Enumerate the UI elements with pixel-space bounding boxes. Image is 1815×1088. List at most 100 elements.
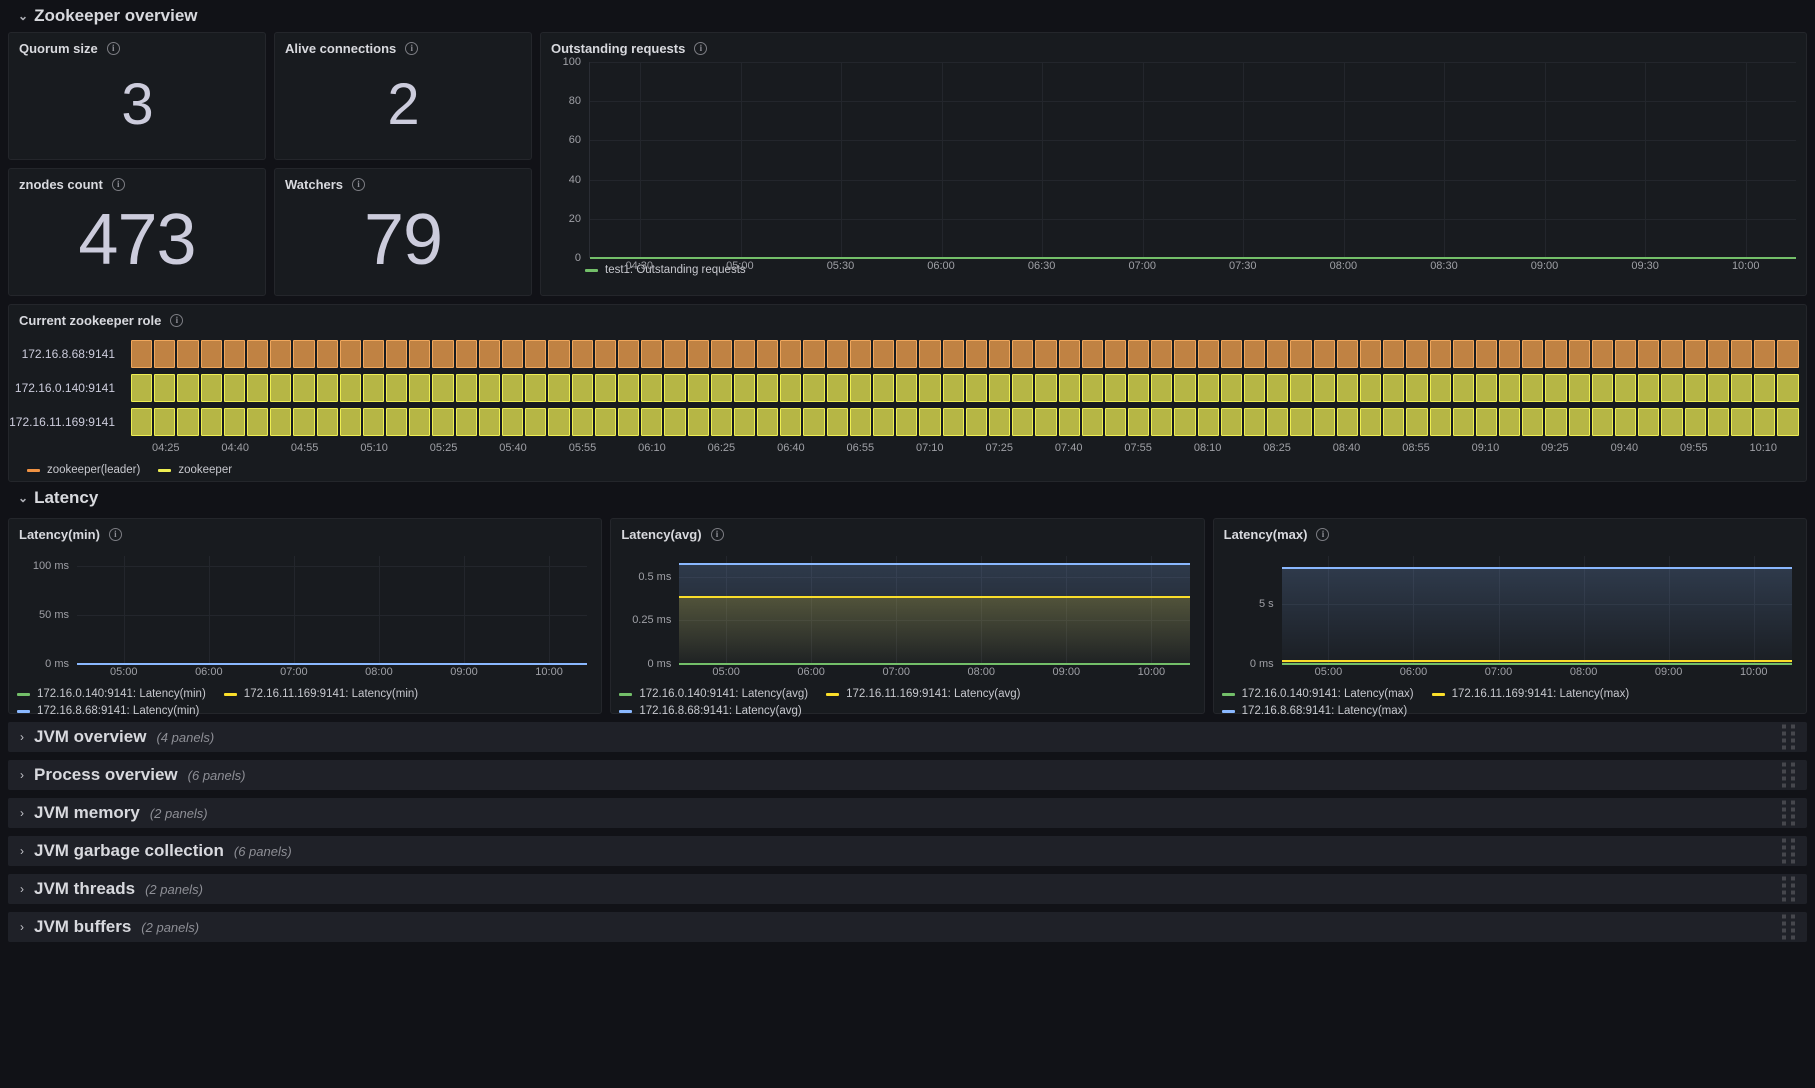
- collapsed-row-jvm-threads[interactable]: ›JVM threads(2 panels): [8, 874, 1807, 904]
- timeline-cell[interactable]: [757, 340, 779, 368]
- timeline-cell[interactable]: [1244, 408, 1266, 436]
- timeline-cell[interactable]: [525, 374, 547, 402]
- timeline-cell[interactable]: [1707, 340, 1729, 368]
- timeline-cell[interactable]: [1638, 374, 1660, 402]
- timeline-cell[interactable]: [664, 340, 686, 368]
- timeline-cell[interactable]: [316, 408, 338, 436]
- timeline-cell[interactable]: [548, 374, 570, 402]
- timeline-cell[interactable]: [1429, 340, 1451, 368]
- timeline-cell[interactable]: [965, 408, 987, 436]
- timeline-row[interactable]: [131, 374, 1799, 402]
- timeline-cell[interactable]: [803, 340, 825, 368]
- timeline-cell[interactable]: [1104, 340, 1127, 368]
- timeline-cell[interactable]: [965, 340, 987, 368]
- timeline-cell[interactable]: [1220, 374, 1242, 402]
- collapsed-row-process-overview[interactable]: ›Process overview(6 panels): [8, 760, 1807, 790]
- row-header-latency[interactable]: ⌄ Latency: [8, 482, 1807, 514]
- timeline-cell[interactable]: [1522, 408, 1544, 436]
- info-icon[interactable]: i: [106, 42, 120, 55]
- info-icon[interactable]: i: [352, 178, 366, 191]
- timeline-cell[interactable]: [1359, 340, 1382, 368]
- timeline-cell[interactable]: [362, 408, 385, 436]
- timeline-cell[interactable]: [896, 340, 918, 368]
- timeline-cell[interactable]: [177, 340, 199, 368]
- timeline-cell[interactable]: [432, 374, 454, 402]
- timeline-cell[interactable]: [386, 374, 408, 402]
- timeline-cell[interactable]: [1754, 408, 1776, 436]
- timeline-cell[interactable]: [362, 374, 385, 402]
- timeline-cell[interactable]: [339, 374, 361, 402]
- timeline-cell[interactable]: [988, 340, 1011, 368]
- timeline-cell[interactable]: [1452, 408, 1474, 436]
- timeline-cell[interactable]: [1777, 374, 1799, 402]
- timeline-cell[interactable]: [826, 340, 848, 368]
- timeline-cell[interactable]: [1499, 340, 1521, 368]
- timeline-cell[interactable]: [1383, 340, 1405, 368]
- legend-item[interactable]: 172.16.11.169:9141: Latency(min): [223, 688, 418, 700]
- timeline-cell[interactable]: [594, 408, 616, 436]
- drag-handle-icon[interactable]: [1782, 800, 1795, 826]
- timeline-cell[interactable]: [1568, 374, 1590, 402]
- timeline-cell[interactable]: [1615, 340, 1637, 368]
- timeline-cell[interactable]: [293, 374, 315, 402]
- info-icon[interactable]: i: [108, 528, 122, 541]
- timeline-cell[interactable]: [131, 374, 153, 402]
- timeline-cell[interactable]: [154, 374, 176, 402]
- timeline-cell[interactable]: [270, 374, 292, 402]
- timeline-cell[interactable]: [571, 374, 593, 402]
- timeline-cell[interactable]: [1220, 408, 1242, 436]
- timeline-cell[interactable]: [757, 374, 779, 402]
- timeline-cell[interactable]: [1545, 408, 1567, 436]
- timeline-cell[interactable]: [1012, 408, 1034, 436]
- timeline-cell[interactable]: [942, 340, 964, 368]
- timeline-cell[interactable]: [1290, 408, 1312, 436]
- timeline-cell[interactable]: [1777, 408, 1799, 436]
- timeline-cell[interactable]: [1290, 340, 1312, 368]
- timeline-cell[interactable]: [1197, 408, 1219, 436]
- timeline-cell[interactable]: [988, 408, 1011, 436]
- timeline-cell[interactable]: [1615, 374, 1637, 402]
- timeline-cell[interactable]: [1151, 408, 1173, 436]
- timeline-cell[interactable]: [455, 408, 477, 436]
- timeline-cell[interactable]: [826, 408, 848, 436]
- legend-item[interactable]: 172.16.11.169:9141: Latency(avg): [826, 688, 1020, 700]
- panel-alive-connections[interactable]: Alive connections i 2: [274, 32, 532, 160]
- timeline-cell[interactable]: [942, 408, 964, 436]
- timeline-cell[interactable]: [1475, 340, 1498, 368]
- timeline-cell[interactable]: [548, 340, 570, 368]
- collapsed-row-jvm-overview[interactable]: ›JVM overview(4 panels): [8, 722, 1807, 752]
- timeline-cell[interactable]: [1615, 408, 1637, 436]
- timeline-cell[interactable]: [1220, 340, 1242, 368]
- timeline-cell[interactable]: [270, 408, 292, 436]
- timeline-cell[interactable]: [362, 340, 385, 368]
- info-icon[interactable]: i: [694, 42, 708, 55]
- timeline-cell[interactable]: [1684, 408, 1706, 436]
- timeline-cell[interactable]: [1406, 340, 1428, 368]
- row-header-zookeeper-overview[interactable]: ⌄ Zookeeper overview: [8, 0, 1807, 32]
- timeline-cell[interactable]: [919, 408, 941, 436]
- timeline-cell[interactable]: [641, 340, 663, 368]
- timeline-row[interactable]: [131, 408, 1799, 436]
- timeline-cell[interactable]: [1081, 340, 1103, 368]
- timeline-cell[interactable]: [1336, 374, 1358, 402]
- timeline-cell[interactable]: [1730, 408, 1753, 436]
- legend-item[interactable]: zookeeper(leader): [27, 464, 140, 476]
- timeline-cell[interactable]: [1661, 340, 1683, 368]
- timeline-cell[interactable]: [200, 408, 222, 436]
- timeline-cell[interactable]: [687, 374, 709, 402]
- drag-handle-icon[interactable]: [1782, 762, 1795, 788]
- timeline-cell[interactable]: [455, 374, 477, 402]
- timeline-cell[interactable]: [1197, 340, 1219, 368]
- timeline-cell[interactable]: [1429, 408, 1451, 436]
- timeline-cell[interactable]: [594, 340, 616, 368]
- drag-handle-icon[interactable]: [1782, 876, 1795, 902]
- timeline-cell[interactable]: [1174, 408, 1196, 436]
- timeline-cell[interactable]: [803, 408, 825, 436]
- timeline-cell[interactable]: [131, 408, 153, 436]
- timeline-cell[interactable]: [293, 408, 315, 436]
- timeline-cell[interactable]: [733, 374, 756, 402]
- timeline-cell[interactable]: [1591, 340, 1613, 368]
- timeline-cell[interactable]: [617, 408, 640, 436]
- timeline-cell[interactable]: [1151, 374, 1173, 402]
- timeline-cell[interactable]: [1128, 340, 1150, 368]
